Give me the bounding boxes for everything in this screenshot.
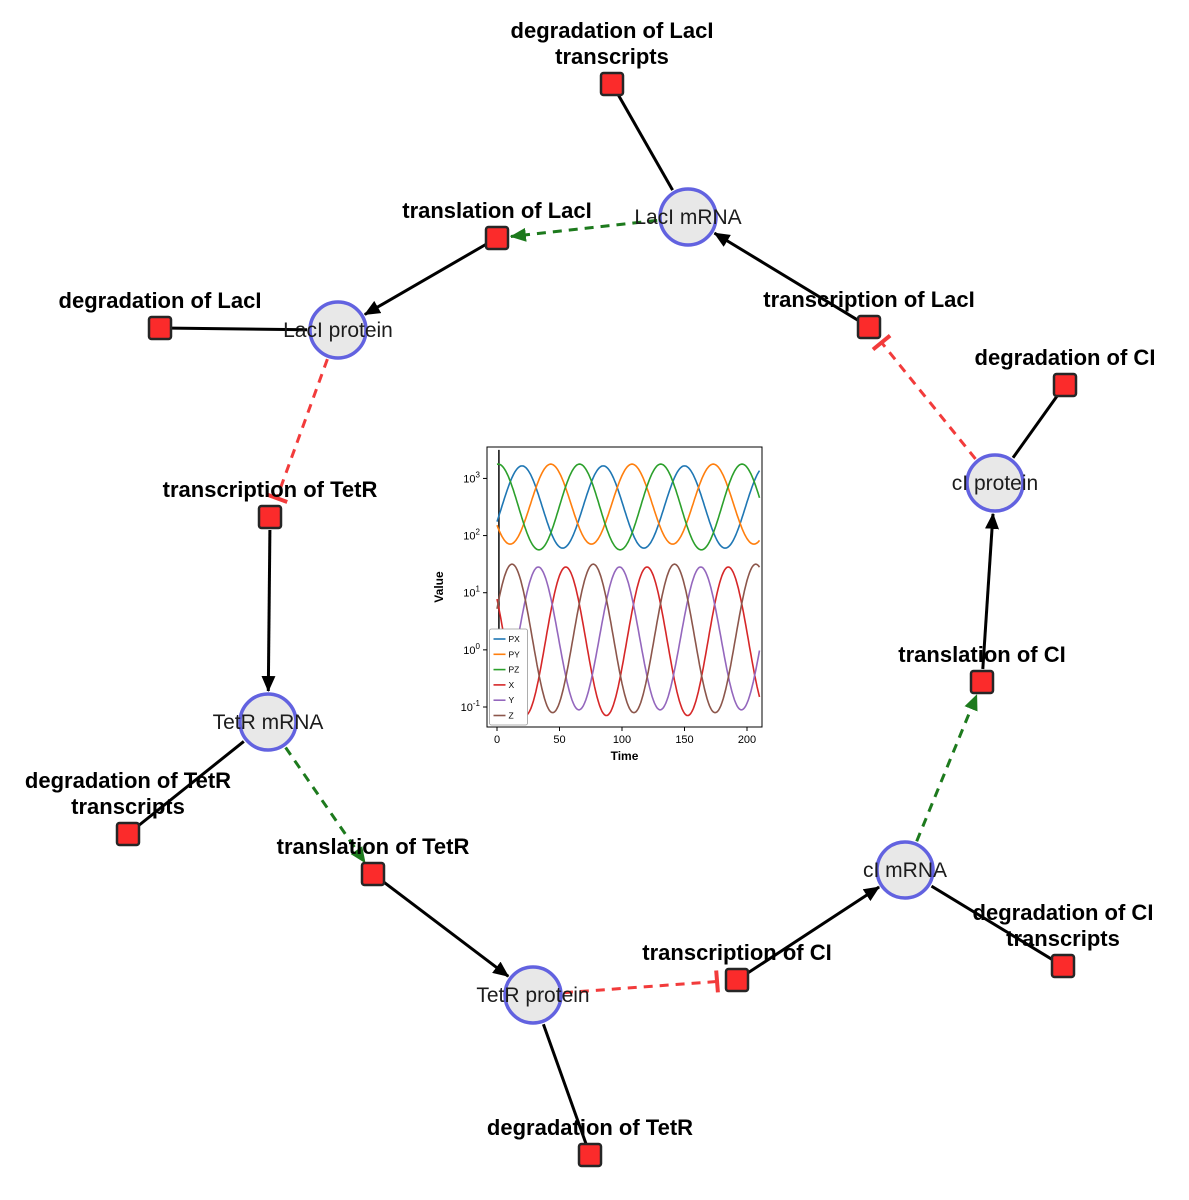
legend-label-X: X [509, 680, 515, 690]
y-axis-label: Value [432, 571, 446, 603]
edge-inhibition-tetr_protein-to-txn_ci [563, 980, 718, 995]
reaction-label-txn_tetr: transcription of TetR [163, 477, 378, 502]
species-node-tetr_mrna [238, 692, 298, 752]
edge-consumption-ci_mrna-to-deg_ci_tx [930, 884, 1054, 962]
x-tick-label-0: 0 [494, 734, 500, 746]
x-tick-label-50: 50 [553, 734, 565, 746]
reaction-label-transl_ci: translation of CI [898, 642, 1065, 667]
chart-series-Y [497, 566, 761, 711]
chart-series-layer [496, 449, 761, 717]
x-tick-label-150: 150 [675, 734, 693, 746]
reaction-label-deg_tetr_tx-line1: degradation of TetR [25, 768, 231, 793]
legend-label-PZ: PZ [509, 665, 520, 675]
labels-layer: degradation of LacItranscriptstranslatio… [25, 18, 1156, 1140]
chart-series-X [496, 566, 761, 717]
reaction-label-transl_laci: translation of LacI [402, 198, 591, 223]
edge-production-transl_laci-to-laci_protein [363, 243, 487, 316]
edge-consumption-tetr_protein-to-deg_tetr [541, 1023, 588, 1145]
edge-consumption-laci_protein-to-deg_laci [171, 326, 308, 332]
reaction-label-deg_ci_tx-line2: transcripts [1006, 926, 1120, 951]
legend-label-Z: Z [509, 711, 514, 721]
species-label-laci_mrna: LacI mRNA [634, 206, 741, 229]
y-tick-label-0: 100 [463, 642, 480, 657]
edge-production-transl_ci-to-ci_protein [981, 512, 1000, 670]
edge-inhibition-laci_protein-to-txn_tetr [275, 358, 329, 499]
reaction-label-deg_laci: degradation of LacI [59, 288, 262, 313]
legend-label-Y: Y [509, 695, 515, 705]
species-label-tetr_mrna: TetR mRNA [213, 711, 324, 734]
reaction-node-deg_laci_tx [599, 71, 625, 97]
x-tick-label-100: 100 [613, 734, 631, 746]
edge-inhibition-ci_protein-to-txn_laci-tbar [871, 334, 892, 352]
edge-production-txn_tetr-to-tetr_mrna [261, 529, 276, 692]
x-tick-label-200: 200 [738, 734, 756, 746]
chart-series-Z [496, 563, 761, 714]
y-tick-label-3: 103 [463, 470, 480, 485]
y-tick-label--1: 10-1 [461, 699, 481, 714]
legend-label-PY: PY [509, 649, 521, 659]
chart-legend: PX PY PZ XYZ [489, 628, 528, 726]
chart-background [487, 447, 762, 727]
species-label-ci_mrna: cI mRNA [863, 859, 947, 882]
species-label-laci_protein: LacI protein [283, 319, 393, 342]
edge-inhibition-tetr_protein-to-txn_ci-tbar [714, 970, 720, 993]
reaction-label-deg_tetr_tx-line2: transcripts [71, 794, 185, 819]
edge-inhibition-laci_protein-to-txn_tetr-tbar [265, 492, 288, 504]
reaction-label-transl_tetr: translation of TetR [277, 834, 470, 859]
species-label-tetr_protein: TetR protein [476, 984, 589, 1007]
edge-consumption-tetr_mrna-to-deg_tetr_tx [136, 740, 245, 828]
edge-production-txn_ci-to-ci_mrna [747, 885, 880, 975]
reaction-node-txn_ci [724, 967, 750, 993]
species-label-ci_protein: cI protein [952, 472, 1038, 495]
reaction-label-deg_ci_tx-line1: degradation of CI [973, 900, 1154, 925]
chart-series-PY [496, 463, 761, 545]
reaction-node-deg_tetr_tx [115, 821, 141, 847]
reaction-node-deg_ci [1052, 372, 1078, 398]
edge-catalysis-tetr_mrna-to-transl_tetr [284, 746, 367, 864]
y-tick-label-1: 101 [463, 585, 480, 600]
reaction-label-deg_laci_tx-line1: degradation of LacI [511, 18, 714, 43]
reaction-node-deg_laci [147, 315, 173, 341]
legend-label-PX: PX [509, 634, 521, 644]
edge-production-transl_tetr-to-tetr_protein [382, 880, 510, 978]
reaction-node-transl_tetr [360, 861, 386, 887]
edges-layer [136, 93, 1060, 1145]
reaction-node-transl_ci [969, 669, 995, 695]
y-tick-label-2: 102 [463, 528, 480, 543]
edge-inhibition-ci_protein-to-txn_laci [880, 341, 977, 460]
reaction-node-deg_tetr [577, 1142, 603, 1168]
species-node-laci_mrna [658, 187, 718, 247]
reaction-label-txn_laci: transcription of LacI [763, 287, 974, 312]
chart-series-PZ [496, 463, 761, 551]
reaction-label-txn_ci: transcription of CI [642, 940, 831, 965]
chart-series-PX [496, 465, 761, 549]
edge-consumption-laci_mrna-to-deg_laci_tx [616, 93, 674, 191]
edge-consumption-ci_protein-to-deg_ci [1011, 393, 1060, 459]
reaction-label-deg_tetr: degradation of TetR [487, 1115, 693, 1140]
reaction-node-deg_ci_tx [1050, 953, 1076, 979]
species-node-ci_mrna [875, 840, 935, 900]
reaction-label-deg_ci: degradation of CI [975, 345, 1156, 370]
reaction-label-deg_laci_tx-line2: transcripts [555, 44, 669, 69]
reaction-node-txn_tetr [257, 504, 283, 530]
species-node-tetr_protein [503, 965, 563, 1025]
edge-production-txn_laci-to-laci_mrna [713, 231, 859, 322]
edge-catalysis-ci_mrna-to-transl_ci [915, 694, 979, 842]
reaction-node-txn_laci [856, 314, 882, 340]
species-node-ci_protein [965, 453, 1025, 513]
species-node-laci_protein [308, 300, 368, 360]
edge-catalysis-laci_mrna-to-transl_laci [509, 218, 658, 242]
chart-frame [486, 446, 763, 728]
reaction-node-transl_laci [484, 225, 510, 251]
x-axis-label: Time [611, 749, 639, 763]
nodes-layer [115, 71, 1078, 1168]
